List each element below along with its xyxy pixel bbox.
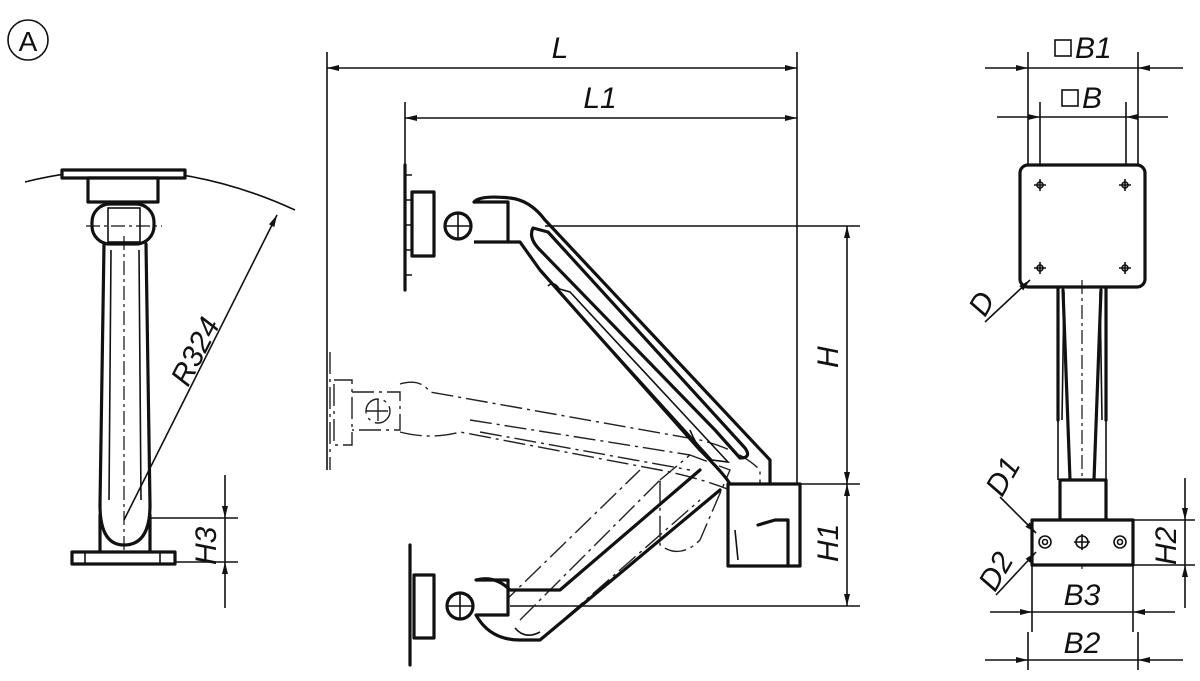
dim-l-label: L [552, 32, 569, 65]
dim-d-label: D [962, 286, 1001, 321]
dim-l1-label: L1 [583, 82, 616, 115]
dim-h1-label: H1 [812, 524, 845, 562]
dim-b1-label: B1 [1075, 32, 1112, 65]
view-marker: A [7, 19, 49, 61]
dim-r-label: R324 [165, 312, 227, 391]
middle-front-view: L L1 H H1 [326, 32, 860, 667]
dim-d1-label: D1 [979, 452, 1027, 502]
dim-b3-label: B3 [1064, 579, 1101, 612]
dim-d2-label: D2 [972, 547, 1020, 597]
dim-b2-label: B2 [1064, 627, 1101, 660]
dim-b-label: B [1082, 82, 1102, 115]
dim-h3-label: H3 [190, 526, 223, 565]
view-marker-label: A [19, 26, 38, 57]
dim-h-label: H [812, 346, 845, 368]
left-side-view: R324 H3 [24, 168, 296, 608]
dim-h2-label: H2 [1150, 526, 1183, 565]
right-end-view: B1 B D [962, 32, 1195, 670]
